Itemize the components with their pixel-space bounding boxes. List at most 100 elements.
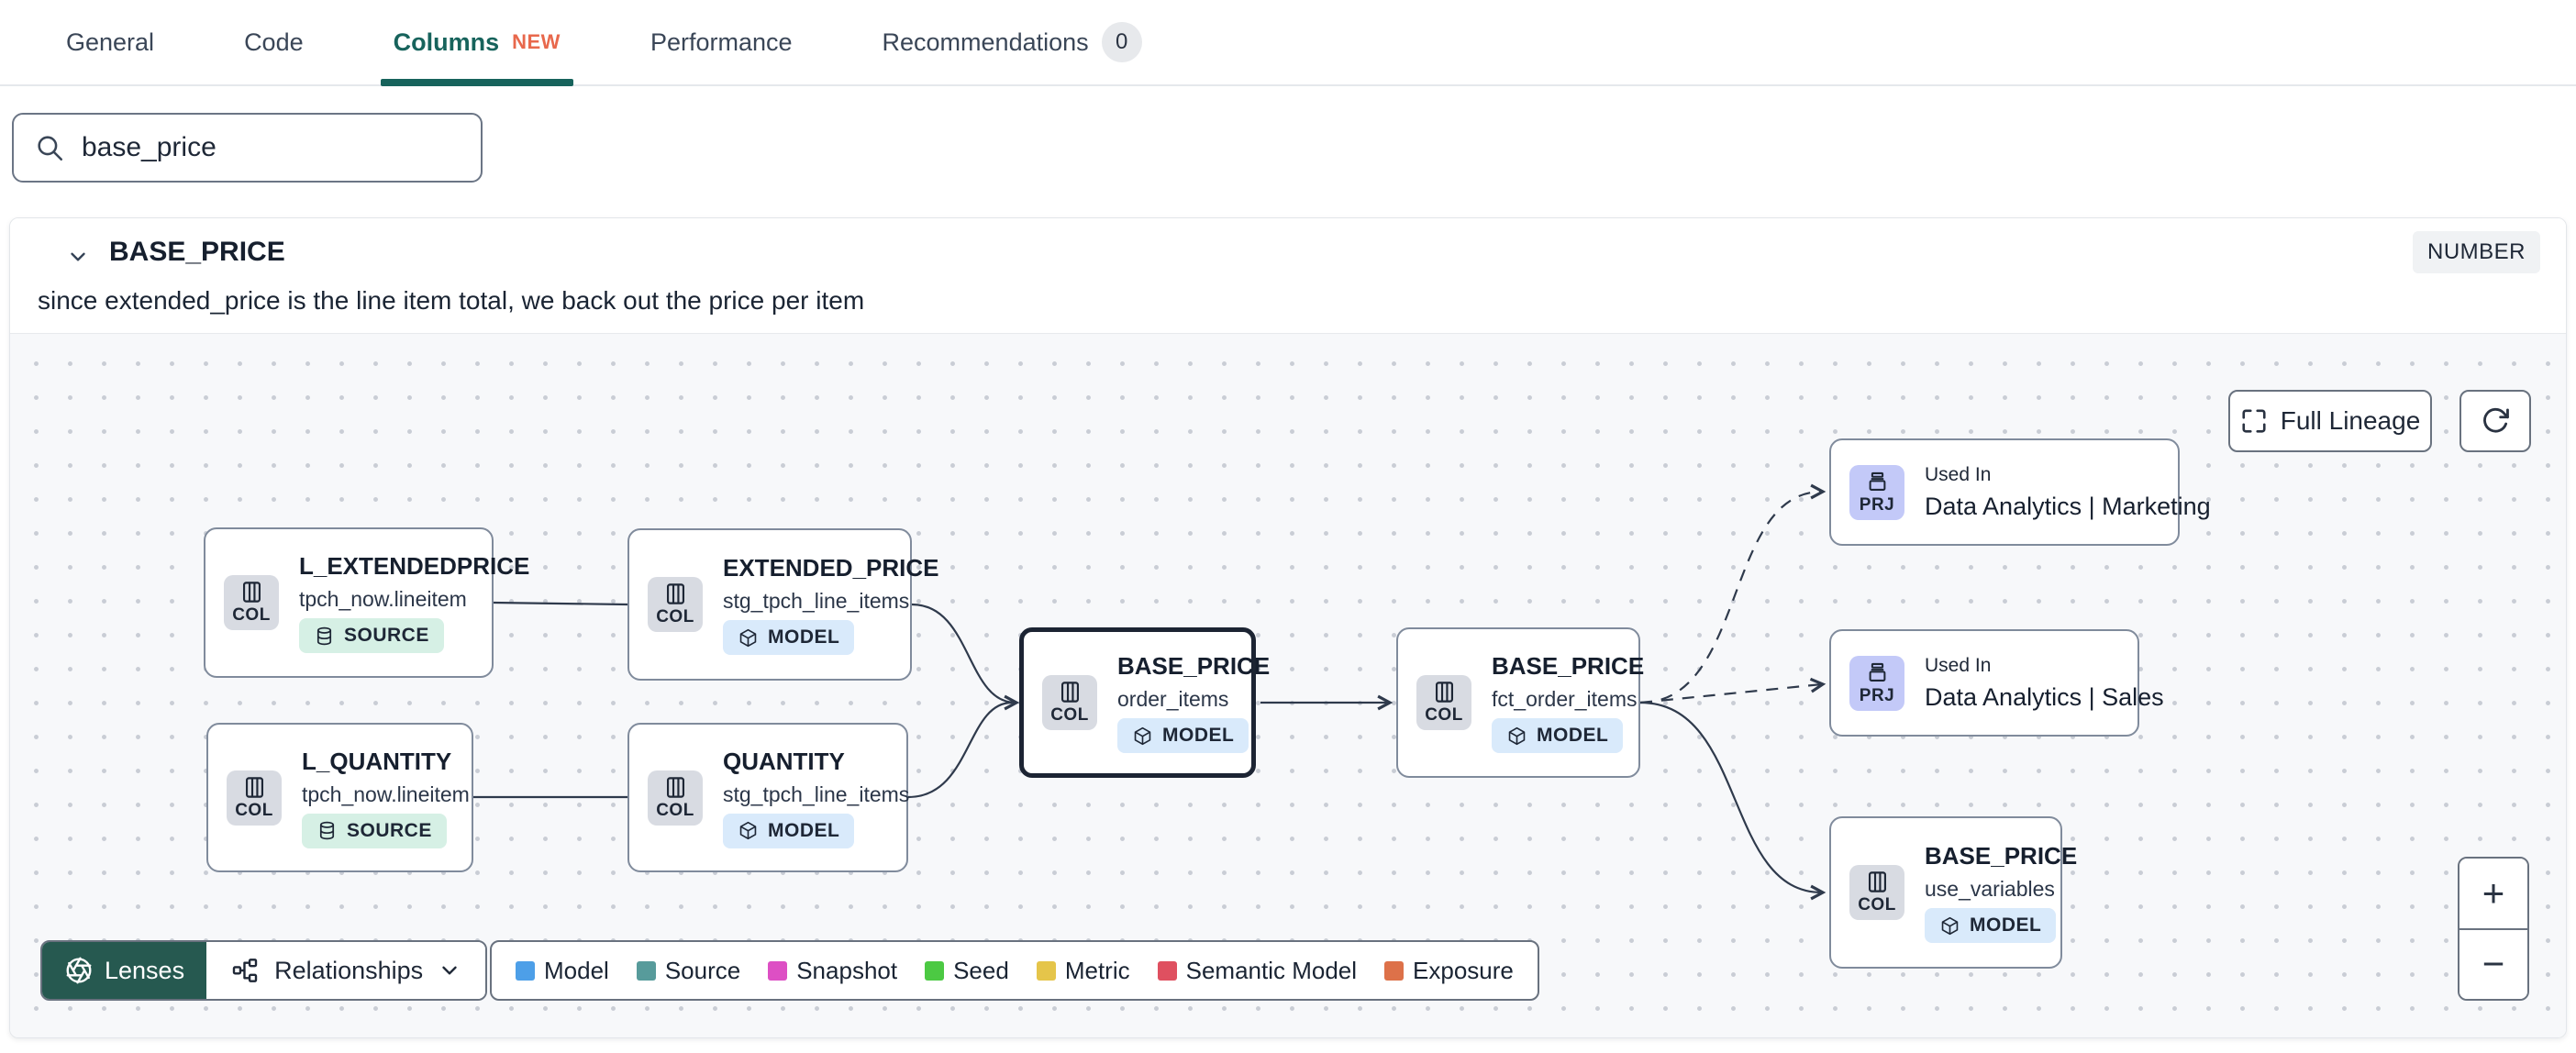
legend-item-snapshot: Snapshot (768, 957, 897, 985)
tab-label: Performance (650, 28, 793, 56)
legend-item-model: Model (516, 957, 609, 985)
columns-icon (245, 776, 263, 798)
chip-label: COL (1050, 705, 1089, 725)
badge-label: MODEL (1537, 725, 1609, 746)
legend-swatch (1384, 960, 1405, 981)
collapse-chevron-icon[interactable] (61, 240, 94, 273)
node-title: QUANTITY (723, 747, 845, 775)
project-archive-icon (1869, 662, 1885, 682)
zoom-in-button[interactable]: + (2459, 859, 2527, 930)
relationships-label: Relationships (274, 956, 424, 984)
column-search (12, 113, 483, 183)
node-title: Data Analytics | Sales (1925, 682, 2164, 711)
chevron-down-icon (442, 966, 457, 975)
column-chip: COL (648, 770, 703, 826)
resource-type-badge: MODEL (1492, 718, 1624, 753)
model-cube-icon (1508, 726, 1526, 745)
legend-swatch (1036, 960, 1056, 981)
lineage-node-base-price-use-variables[interactable]: COL BASE_PRICE use_variables MODEL (1829, 816, 2077, 969)
lineage-toolbar: Lenses Relationships (40, 940, 488, 1001)
lenses-button[interactable]: Lenses (42, 942, 207, 999)
column-type-badge: NUMBER (2412, 231, 2540, 273)
lineage-node-extended-price[interactable]: COL EXTENDED_PRICE stg_tpch_line_items M… (627, 528, 939, 681)
chip-label: COL (656, 800, 694, 820)
badge-label: MODEL (768, 819, 840, 841)
column-chip: COL (648, 577, 703, 632)
lineage-node-used-in-sales[interactable]: PRJ Used In Data Analytics | Sales (1829, 629, 2164, 737)
relationships-dropdown[interactable]: Relationships (206, 942, 486, 999)
node-title: EXTENDED_PRICE (723, 554, 939, 582)
lineage-node-base-price-order-items[interactable]: COL BASE_PRICE order_items MODEL (1019, 627, 1270, 778)
used-in-label: Used In (1925, 463, 1992, 485)
aperture-icon (66, 957, 92, 984)
legend-swatch (1157, 960, 1177, 981)
chip-label: PRJ (1859, 685, 1895, 705)
tab-columns[interactable]: Columns NEW (380, 0, 574, 86)
legend-item-source: Source (636, 957, 740, 985)
full-lineage-button[interactable]: Full Lineage (2228, 390, 2432, 452)
legend-swatch (768, 960, 788, 981)
node-title: L_EXTENDEDPRICE (299, 552, 530, 580)
badge-label: SOURCE (344, 625, 429, 646)
used-in-label: Used In (1925, 654, 1992, 676)
refresh-button[interactable] (2459, 390, 2531, 452)
node-subtitle: use_variables (1925, 877, 2055, 901)
project-archive-icon (1869, 471, 1885, 491)
column-chip: COL (1042, 675, 1097, 730)
chip-label: COL (235, 800, 273, 820)
lineage-node-l-quantity[interactable]: COL L_QUANTITY tpch_now.lineitem SOURCE (206, 723, 473, 872)
chip-label: COL (232, 605, 271, 625)
zoom-out-button[interactable]: − (2459, 929, 2527, 999)
lineage-node-base-price-fct-order-items[interactable]: COL BASE_PRICE fct_order_items MODEL (1396, 627, 1644, 778)
legend-item-exposure: Exposure (1384, 957, 1514, 985)
node-subtitle: fct_order_items (1492, 687, 1638, 711)
node-title: BASE_PRICE (1117, 652, 1271, 680)
lineage-edges (473, 483, 1827, 901)
column-panel-header: BASE_PRICE NUMBER since extended_price i… (10, 218, 2566, 333)
resource-type-badge: MODEL (723, 813, 855, 848)
column-chip: COL (224, 575, 279, 630)
tab-code[interactable]: Code (231, 0, 316, 84)
legend-swatch (516, 960, 535, 981)
column-chip: COL (1849, 865, 1904, 920)
badge-label: MODEL (1970, 914, 2042, 936)
tab-general[interactable]: General (53, 0, 167, 84)
expand-icon (2242, 409, 2266, 433)
resource-type-badge: SOURCE (302, 813, 447, 848)
refresh-icon (2483, 407, 2509, 433)
badge-label: MODEL (768, 626, 840, 648)
node-subtitle: tpch_now.lineitem (302, 781, 470, 806)
node-title: L_QUANTITY (302, 747, 452, 775)
column-name: BASE_PRICE (109, 237, 285, 267)
chip-label: COL (1858, 895, 1896, 914)
node-title: BASE_PRICE (1925, 842, 2078, 870)
resource-legend: Model Source Snapshot Seed Metric Semant… (490, 940, 1539, 1001)
badge-label: SOURCE (347, 819, 432, 841)
chip-label: PRJ (1859, 494, 1895, 515)
model-cube-icon (1134, 726, 1151, 745)
recommendations-count-badge: 0 (1101, 22, 1142, 62)
columns-icon (1435, 682, 1453, 703)
lineage-node-quantity[interactable]: COL QUANTITY stg_tpch_line_items MODEL (627, 723, 909, 872)
tab-bar: General Code Columns NEW Performance Rec… (0, 0, 2576, 86)
lineage-canvas[interactable]: Full Lineage COL L_EXTENDEDPRICE tpch_no… (10, 333, 2566, 1037)
columns-icon (1060, 682, 1079, 703)
node-subtitle: tpch_now.lineitem (299, 587, 467, 611)
tab-recommendations[interactable]: Recommendations 0 (870, 0, 1155, 84)
columns-icon (242, 582, 261, 603)
tab-label: Code (244, 28, 304, 56)
database-icon (316, 626, 332, 645)
search-input[interactable] (82, 132, 461, 163)
lineage-node-used-in-marketing[interactable]: PRJ Used In Data Analytics | Marketing (1829, 438, 2211, 546)
project-chip: PRJ (1849, 464, 1904, 520)
node-subtitle: order_items (1117, 687, 1229, 711)
zoom-controls: + − (2458, 857, 2529, 1001)
columns-icon (1868, 871, 1886, 892)
columns-icon (666, 583, 684, 604)
tab-label: Columns (393, 28, 500, 56)
lineage-node-l-extendedprice[interactable]: COL L_EXTENDEDPRICE tpch_now.lineitem SO… (204, 527, 529, 678)
tab-performance[interactable]: Performance (638, 0, 805, 84)
resource-type-badge: MODEL (723, 620, 855, 655)
resource-type-badge: SOURCE (299, 618, 444, 653)
